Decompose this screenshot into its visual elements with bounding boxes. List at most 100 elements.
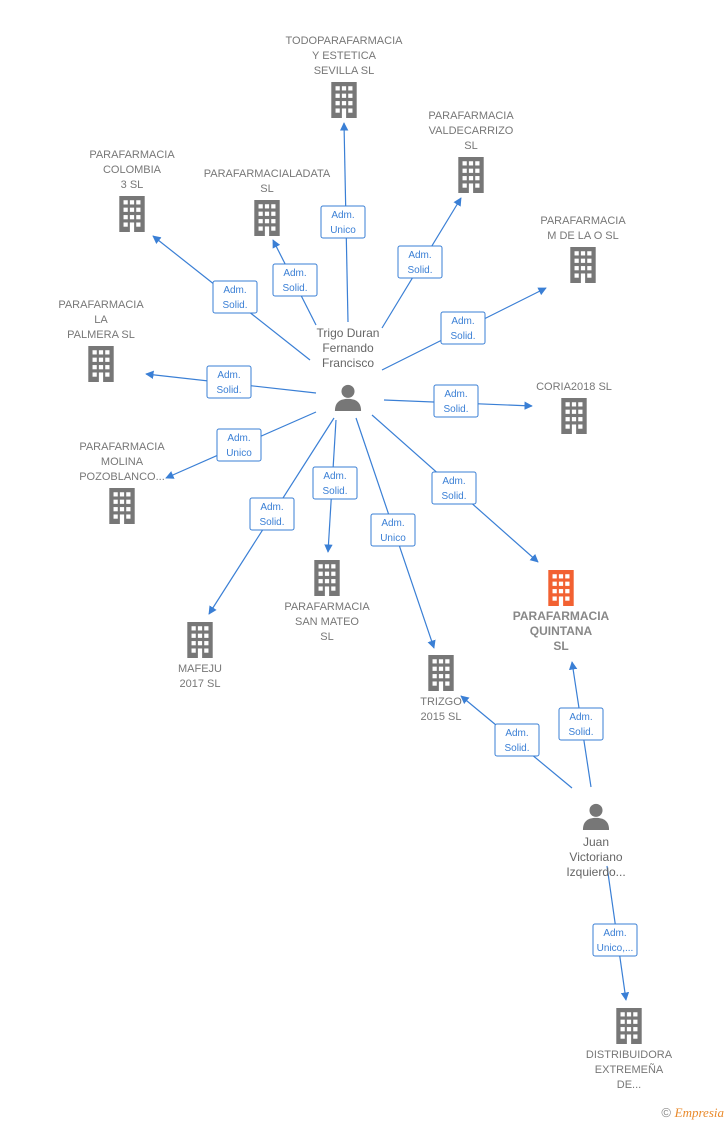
edge-role-box[interactable] <box>216 428 262 462</box>
edge-role-label: Solid. <box>216 385 241 396</box>
edge-role-label: Adm. <box>569 712 592 723</box>
edge-role-box[interactable] <box>370 513 416 547</box>
building-icon <box>254 200 280 236</box>
person-label: Victoriano <box>569 850 622 864</box>
edge-role-label: Solid. <box>407 265 432 276</box>
edge-role-label: Adm. <box>442 476 465 487</box>
company-node-trizgo[interactable]: TRIZGO 2015 SL <box>420 655 462 723</box>
building-icon <box>331 82 357 118</box>
edge-role-label: Adm. <box>283 268 306 279</box>
edge-role-label: Solid. <box>450 331 475 342</box>
company-label: COLOMBIA <box>103 164 162 176</box>
building-icon <box>314 560 340 596</box>
footer-brand: © Empresia <box>661 1105 724 1121</box>
person-label: Fernando <box>322 341 374 355</box>
edge-role-label: Adm. <box>451 316 474 327</box>
company-label: PARAFARMACIA <box>284 601 370 613</box>
edge-role-box[interactable] <box>212 280 258 314</box>
edge-role-box[interactable] <box>249 497 295 531</box>
company-label: PARAFARMACIA <box>428 110 514 122</box>
company-label: PARAFARMACIA <box>513 609 610 623</box>
edge-role-label: Adm. <box>408 250 431 261</box>
edge-juan-to-distribuidora: Adm. Unico,... <box>592 865 638 1001</box>
company-label: MAFEJU <box>178 663 222 675</box>
company-label: 2017 SL <box>180 678 221 690</box>
building-icon <box>548 570 574 606</box>
edge-role-box[interactable] <box>431 471 477 505</box>
company-label: 3 SL <box>121 179 144 191</box>
edge-role-label: Adm. <box>381 518 404 529</box>
building-icon <box>119 196 145 232</box>
edge-role-label: Adm. <box>217 370 240 381</box>
edge-role-box[interactable] <box>312 466 358 500</box>
edge-role-label: Adm. <box>505 728 528 739</box>
edge-trigo-to-trizgo: Adm.Unico <box>355 417 436 649</box>
company-node-molina[interactable]: PARAFARMACIA MOLINA POZOBLANCO... <box>79 441 165 524</box>
company-label: DE... <box>617 1079 641 1091</box>
company-node-valdecarrizo[interactable]: PARAFARMACIA VALDECARRIZO SL <box>428 110 514 193</box>
company-label: M DE LA O SL <box>547 230 619 242</box>
company-label: DISTRIBUIDORA <box>586 1049 673 1061</box>
company-label: EXTREMEÑA <box>595 1063 664 1076</box>
company-node-coria[interactable]: CORIA2018 SL <box>536 381 612 434</box>
edge-role-label: Adm. <box>223 285 246 296</box>
edge-role-label: Solid. <box>322 486 347 497</box>
edge-role-label: Adm. <box>260 502 283 513</box>
company-label: PARAFARMACIA <box>79 441 165 453</box>
edge-trigo-to-mafeju: Adm.Solid. <box>208 417 335 615</box>
building-icon <box>109 488 135 524</box>
company-label: TRIZGO <box>420 696 462 708</box>
edge-role-label: Unico,... <box>597 943 634 954</box>
edge-role-label: Solid. <box>568 727 593 738</box>
edge-trigo-to-ladata: Adm.Solid. <box>272 239 318 326</box>
edge-role-label: Unico <box>330 225 356 236</box>
building-icon <box>616 1008 642 1044</box>
company-label: SL <box>260 183 273 195</box>
person-icon <box>334 384 362 411</box>
company-label: TODOPARAFARMACIA <box>286 35 404 47</box>
edge-role-label: Adm. <box>603 928 626 939</box>
edge-role-box[interactable] <box>433 384 479 418</box>
company-label: SL <box>553 639 568 653</box>
edge-trigo-to-todoparafarmacia: Adm.Unico <box>320 122 366 323</box>
company-label: MOLINA <box>101 456 144 468</box>
company-label: 2015 SL <box>421 711 462 723</box>
edge-role-box[interactable] <box>206 365 252 399</box>
company-node-distribuidora[interactable]: DISTRIBUIDORA EXTREMEÑA DE... <box>586 1008 673 1091</box>
edge-trigo-to-mdelao: Adm. Solid. <box>381 287 547 371</box>
company-node-mafeju[interactable]: MAFEJU 2017 SL <box>178 622 222 690</box>
edge-role-box[interactable] <box>592 923 638 957</box>
edge-juan-to-trizgo: Adm.Solid. <box>460 695 573 789</box>
edge-role-box[interactable] <box>397 245 443 279</box>
person-node-juan[interactable]: JuanVictorianoIzquierdo... <box>566 803 626 879</box>
edge-trigo-to-coria: Adm. Solid. <box>383 384 533 418</box>
edge-role-box[interactable] <box>494 723 540 757</box>
edge-role-box[interactable] <box>440 311 486 345</box>
edge-role-box[interactable] <box>320 205 366 239</box>
edge-role-label: Solid. <box>443 404 468 415</box>
company-label: VALDECARRIZO <box>429 125 514 137</box>
company-label: CORIA2018 SL <box>536 381 612 393</box>
company-label: Y ESTETICA <box>312 50 377 62</box>
edge-juan-to-quintana: Adm. Solid. <box>558 661 604 788</box>
edge-trigo-to-colombia: Adm.Solid. <box>152 235 311 361</box>
edge-role-label: Adm. <box>444 389 467 400</box>
brand-logo: Empresia <box>674 1105 724 1120</box>
person-icon <box>582 803 610 830</box>
building-icon <box>428 655 454 691</box>
company-label: SL <box>464 140 477 152</box>
edge-trigo-to-quintana: Adm.Solid. <box>371 414 539 563</box>
edge-role-box[interactable] <box>272 263 318 297</box>
company-label: QUINTANA <box>530 624 593 638</box>
edge-trigo-to-valdecarrizo: Adm. Solid. <box>381 197 462 329</box>
company-label: POZOBLANCO... <box>79 471 165 483</box>
edge-role-box[interactable] <box>558 707 604 741</box>
